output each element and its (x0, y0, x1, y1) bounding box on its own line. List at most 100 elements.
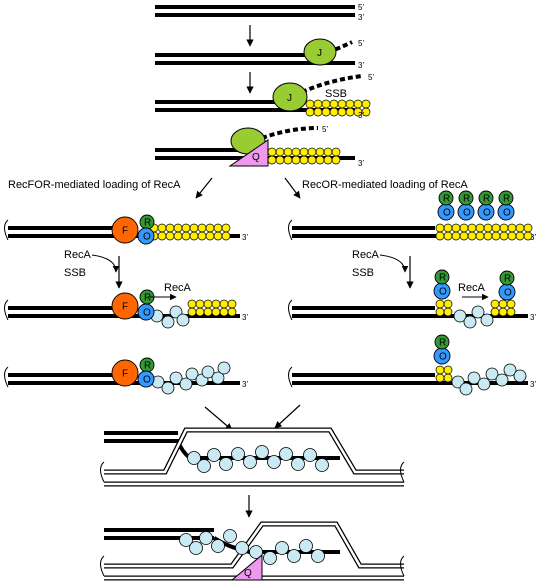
recR-protein-label: R (144, 293, 151, 304)
recR-protein-label: R (144, 361, 151, 372)
ssb-protein (275, 155, 285, 165)
ssb-protein (459, 231, 469, 241)
reca-filament-subunit (459, 382, 473, 396)
ssb-protein (197, 231, 207, 241)
recR-protein (434, 334, 450, 350)
ssb-protein (523, 231, 533, 241)
left-curved-arrow (91, 254, 120, 273)
ssb-protein (227, 307, 237, 317)
ssb-protein (331, 147, 341, 157)
ssb-protein (443, 223, 453, 233)
recR-protein (434, 269, 450, 285)
arrow-converge-left (204, 406, 233, 431)
recO-protein-label: O (443, 208, 451, 219)
ssb-protein (203, 307, 213, 317)
reca-filament-subunit (223, 529, 237, 543)
ssb-protein (443, 373, 453, 383)
ssb-protein (443, 365, 453, 375)
ssb-protein (305, 99, 315, 109)
reca-filament-subunit (249, 545, 263, 559)
label-3prime: 3’ (358, 13, 364, 22)
ssb-protein (337, 107, 347, 117)
reca-filament-subunit (217, 361, 231, 375)
reca-filament-subunit (169, 305, 183, 319)
ssb-protein (195, 299, 205, 309)
ssb-protein (313, 99, 323, 109)
right-reca-step-label: RecA (352, 249, 380, 261)
ssb-protein (189, 231, 199, 241)
break-mark (4, 366, 9, 388)
reca-filament-subunit (513, 369, 527, 383)
reca-filament-subunit (485, 367, 499, 381)
ssb-protein (353, 99, 363, 109)
recR-protein-label: R (503, 194, 510, 205)
reca-filament-subunit (477, 377, 491, 391)
reca-filament-subunit (267, 455, 281, 469)
ssb-protein (221, 223, 231, 233)
label-3prime: 3’ (242, 313, 248, 322)
recF-protein-label: F (122, 302, 128, 313)
reca-filament-subunit (161, 315, 175, 329)
recR-protein-label: R (439, 338, 446, 349)
ssb-protein (205, 231, 215, 241)
right-ssb-step-label: SSB (352, 267, 374, 279)
ssb-protein (499, 231, 509, 241)
recJ-protein (303, 38, 337, 66)
arrow-left-branch (195, 177, 213, 199)
ssb-protein (507, 223, 517, 233)
recR-protein-label: R (144, 218, 151, 229)
reca-filament-subunit (495, 373, 509, 387)
reca-filament-subunit (471, 305, 485, 319)
recR-protein (438, 190, 454, 206)
reca-filament-subunit (219, 457, 233, 471)
reca-filament-subunit (211, 371, 225, 385)
recJ-protein (272, 82, 308, 112)
left-reca-label: RecA (164, 282, 192, 294)
ssb-protein (331, 155, 341, 165)
ssb-protein (435, 231, 445, 241)
recR-protein (498, 190, 514, 206)
ssb-protein (305, 107, 315, 117)
step-1-duplex: 5’ 3’ (155, 3, 364, 22)
pathway-left-title: RecFOR-mediated loading of RecA (8, 179, 181, 191)
ssb-protein (321, 107, 331, 117)
reca-filament-subunit (169, 371, 183, 385)
ssb-protein (499, 223, 509, 233)
ssb-protein (187, 307, 197, 317)
ssb-protein (435, 299, 445, 309)
ssb-protein (451, 223, 461, 233)
reca-filament-subunit (185, 367, 199, 381)
recO-protein-label: O (143, 375, 151, 386)
step-2-recj-resection: J 5’ 3’ (155, 38, 364, 70)
recR-protein (499, 270, 515, 286)
recR-protein-label: R (439, 273, 446, 284)
ssb-protein (490, 299, 500, 309)
recF-protein (111, 216, 139, 244)
ssb-protein (165, 223, 175, 233)
reca-filament-subunit (311, 549, 325, 563)
label-5prime: 5’ (358, 39, 364, 48)
recR-protein (478, 190, 494, 206)
ssb-protein (307, 147, 317, 157)
ssb-protein (211, 299, 221, 309)
step-3-ssb-coating: J SSB 5’ 3’ (155, 73, 374, 120)
reca-filament-subunit (279, 447, 293, 461)
break-mark (100, 555, 105, 577)
break-mark (288, 299, 293, 321)
ssb-protein (181, 223, 191, 233)
ssb-protein (219, 299, 229, 309)
recR-protein-label: R (483, 194, 490, 205)
break-mark (288, 366, 293, 388)
reca-filament-subunit (189, 541, 203, 555)
reca-filament-subunit (201, 365, 215, 379)
recF-protein-label: F (122, 226, 128, 237)
reca-filament-subunit (235, 541, 249, 555)
recO-protein-label: O (483, 208, 491, 219)
ssb-protein (523, 223, 533, 233)
ssb-protein (221, 231, 231, 241)
reca-filament-subunit (467, 371, 481, 385)
ssb-protein (507, 231, 517, 241)
reca-filament-subunit (453, 309, 467, 323)
ssb-protein (227, 299, 237, 309)
